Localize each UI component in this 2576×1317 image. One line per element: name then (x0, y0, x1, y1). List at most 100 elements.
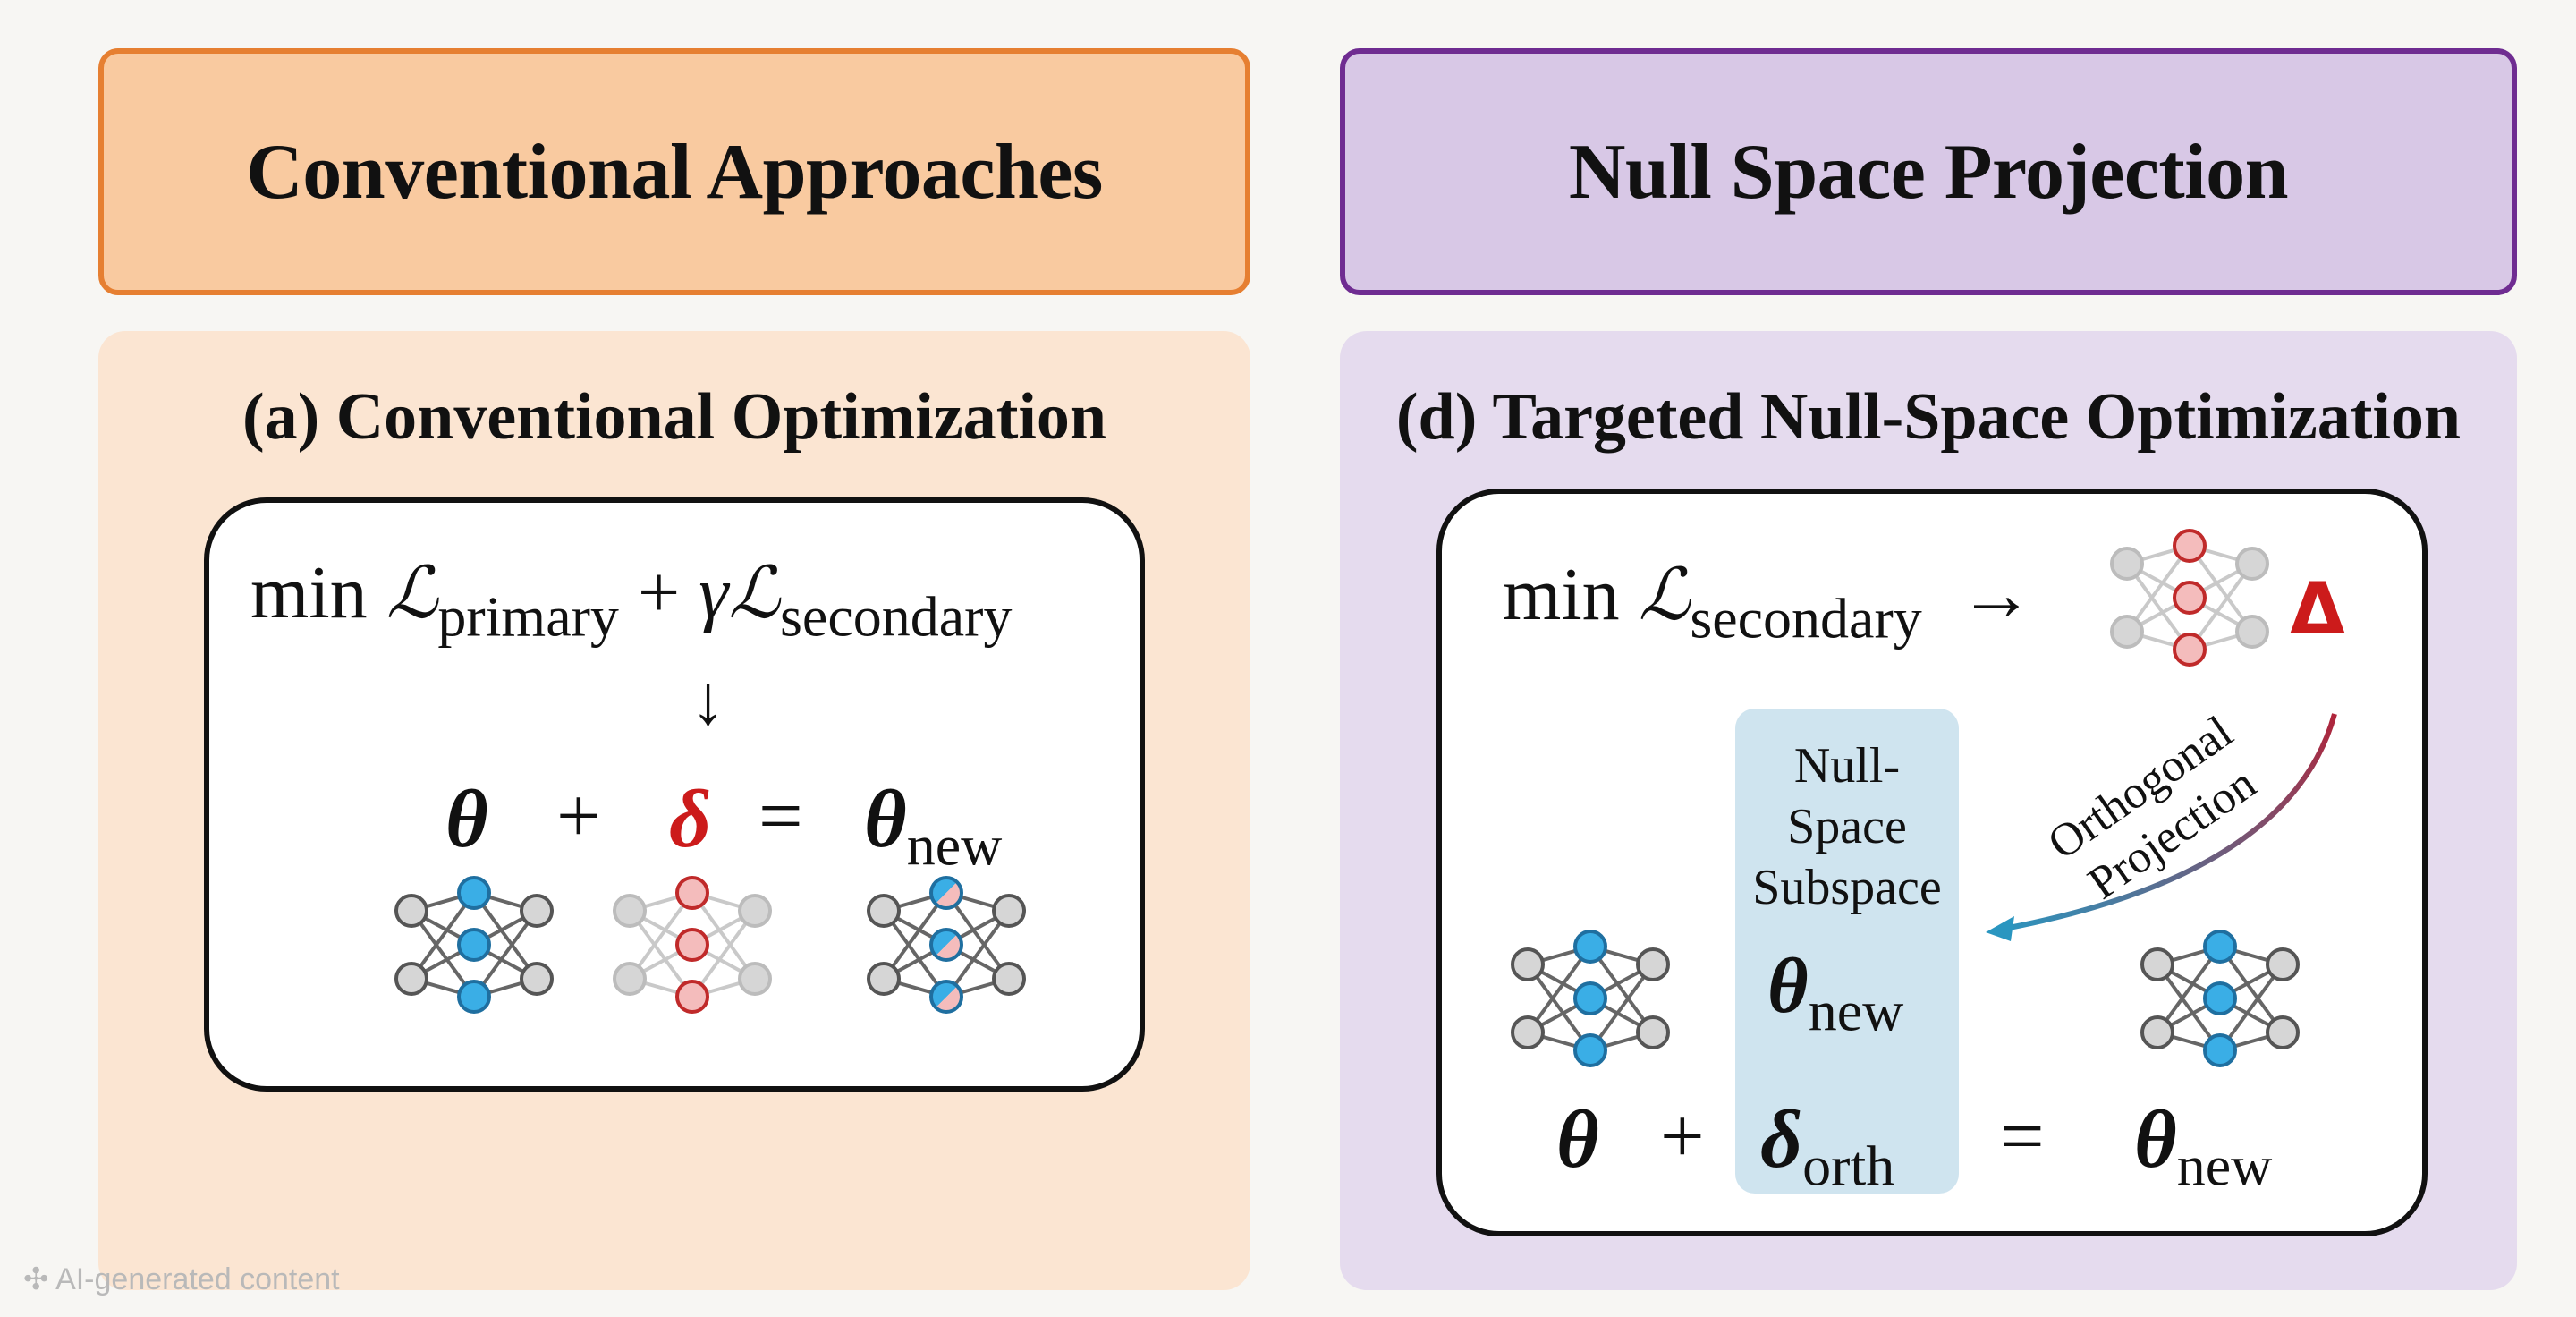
right-arrow-icon: → (1958, 553, 2034, 636)
equals-sign: = (758, 773, 803, 860)
network-node (2140, 1015, 2174, 1049)
network-edge (628, 909, 694, 998)
plus-sign: + (1660, 1093, 1705, 1180)
null-space-label-line3: Subspace (1752, 860, 1942, 915)
network-edge (1589, 945, 1655, 1034)
network-node (2266, 947, 2300, 981)
network-node (929, 928, 963, 962)
network-node (2203, 1033, 2237, 1067)
network-edge (2156, 963, 2222, 1052)
network-node (457, 876, 491, 910)
base-network-icon-right (1511, 930, 1670, 1067)
network-node (1573, 981, 1607, 1015)
orthogonal-projection-arrow (1986, 713, 2337, 941)
network-node (738, 962, 772, 996)
plus-sign: + (637, 551, 681, 634)
network-edge (2218, 963, 2284, 1052)
network-node (2203, 981, 2237, 1015)
network-node (1636, 1015, 1670, 1049)
network-node (1511, 1015, 1545, 1049)
network-node (520, 962, 554, 996)
null-space-label-line1: Null- (1793, 738, 1901, 794)
theta-symbol: θ (2134, 1093, 2177, 1185)
theta-symbol: θ (1556, 1093, 1599, 1185)
network-node (992, 894, 1026, 928)
network-node (2173, 633, 2207, 667)
network-node (2235, 547, 2269, 581)
new-network-icon-right (2140, 930, 2300, 1067)
network-edge (472, 891, 538, 981)
watermark-text: AI-generated content (55, 1262, 340, 1296)
delta-symbol: δ (669, 773, 712, 864)
projection-arrowhead-icon (1986, 916, 2014, 941)
null-space-label-line2: Space (1787, 799, 1907, 854)
ai-generated-watermark: ✣ AI-generated content (23, 1262, 340, 1296)
network-edge (2156, 945, 2222, 1034)
network-node (613, 894, 647, 928)
null-space-subspace-box: Null- Space Subspace θnew (1735, 709, 1959, 1194)
network-edge (2125, 562, 2191, 651)
gamma-symbol: γ (699, 551, 729, 634)
delta-orth-symbol: δorth (1760, 1092, 1894, 1199)
network-node (2110, 615, 2144, 649)
theta-new-symbol: θnew (2134, 1092, 2272, 1199)
conventional-approaches-header: Conventional Approaches (98, 48, 1250, 295)
new-subscript: new (2176, 1134, 2273, 1198)
network-edge (691, 891, 757, 981)
primary-loss-symbol: ℒ (386, 551, 438, 634)
network-node (867, 962, 901, 996)
network-edge (2125, 544, 2191, 633)
update-delta-symbol: Δ (2290, 567, 2345, 650)
network-node (1511, 947, 1545, 981)
network-node (675, 980, 709, 1014)
network-node (2235, 615, 2269, 649)
network-node (457, 980, 491, 1014)
network-node (929, 980, 963, 1014)
network-node (520, 894, 554, 928)
network-node (1636, 947, 1670, 981)
network-edge (2218, 945, 2284, 1034)
conventional-optimization-subtitle: (a) Conventional Optimization (242, 380, 1107, 454)
network-node (394, 962, 428, 996)
network-edge (410, 891, 476, 981)
new-subscript: new (1808, 979, 1904, 1043)
null-space-projection-header: Null Space Projection (1340, 48, 2517, 295)
secondary-loss-symbol: ℒ (1638, 553, 1690, 636)
network-edge (2188, 544, 2254, 633)
secondary-update-network-icon (2110, 529, 2269, 667)
network-node (867, 894, 901, 928)
network-node (992, 962, 1026, 996)
targeted-null-space-subtitle: (d) Targeted Null-Space Optimization (1395, 380, 2462, 454)
theta-symbol: θ (864, 773, 907, 864)
network-node (457, 928, 491, 962)
min-operator: min (250, 551, 368, 634)
theta-new-symbol: θnew (864, 771, 1002, 879)
network-node (2266, 1015, 2300, 1049)
theta-new-in-null-space: θnew (1767, 941, 1903, 1044)
null-space-projection-title: Null Space Projection (1568, 128, 2289, 216)
network-node (675, 876, 709, 910)
network-edge (1589, 963, 1655, 1052)
network-node (2110, 547, 2144, 581)
network-node (1573, 1033, 1607, 1067)
network-node (1573, 930, 1607, 964)
delta-network-icon (613, 876, 772, 1014)
new-subscript: new (906, 813, 1003, 878)
delta-symbol: δ (1760, 1093, 1803, 1185)
secondary-loss-symbol: ℒ (728, 551, 781, 634)
plus-sign: + (556, 773, 601, 860)
theta-symbol: θ (445, 773, 488, 864)
conventional-loss-equation: min ℒprimary + γℒsecondary (250, 549, 1012, 650)
network-edge (1526, 945, 1592, 1034)
network-edge (882, 909, 948, 998)
network-node (2173, 581, 2207, 615)
network-node (675, 928, 709, 962)
network-node (738, 894, 772, 928)
secondary-subscript: secondary (1690, 586, 1922, 650)
network-edge (628, 891, 694, 981)
network-node (929, 876, 963, 910)
merged-network-icon (867, 876, 1026, 1014)
network-node (2140, 947, 2174, 981)
network-node (2173, 529, 2207, 563)
secondary-subscript: secondary (780, 584, 1013, 649)
